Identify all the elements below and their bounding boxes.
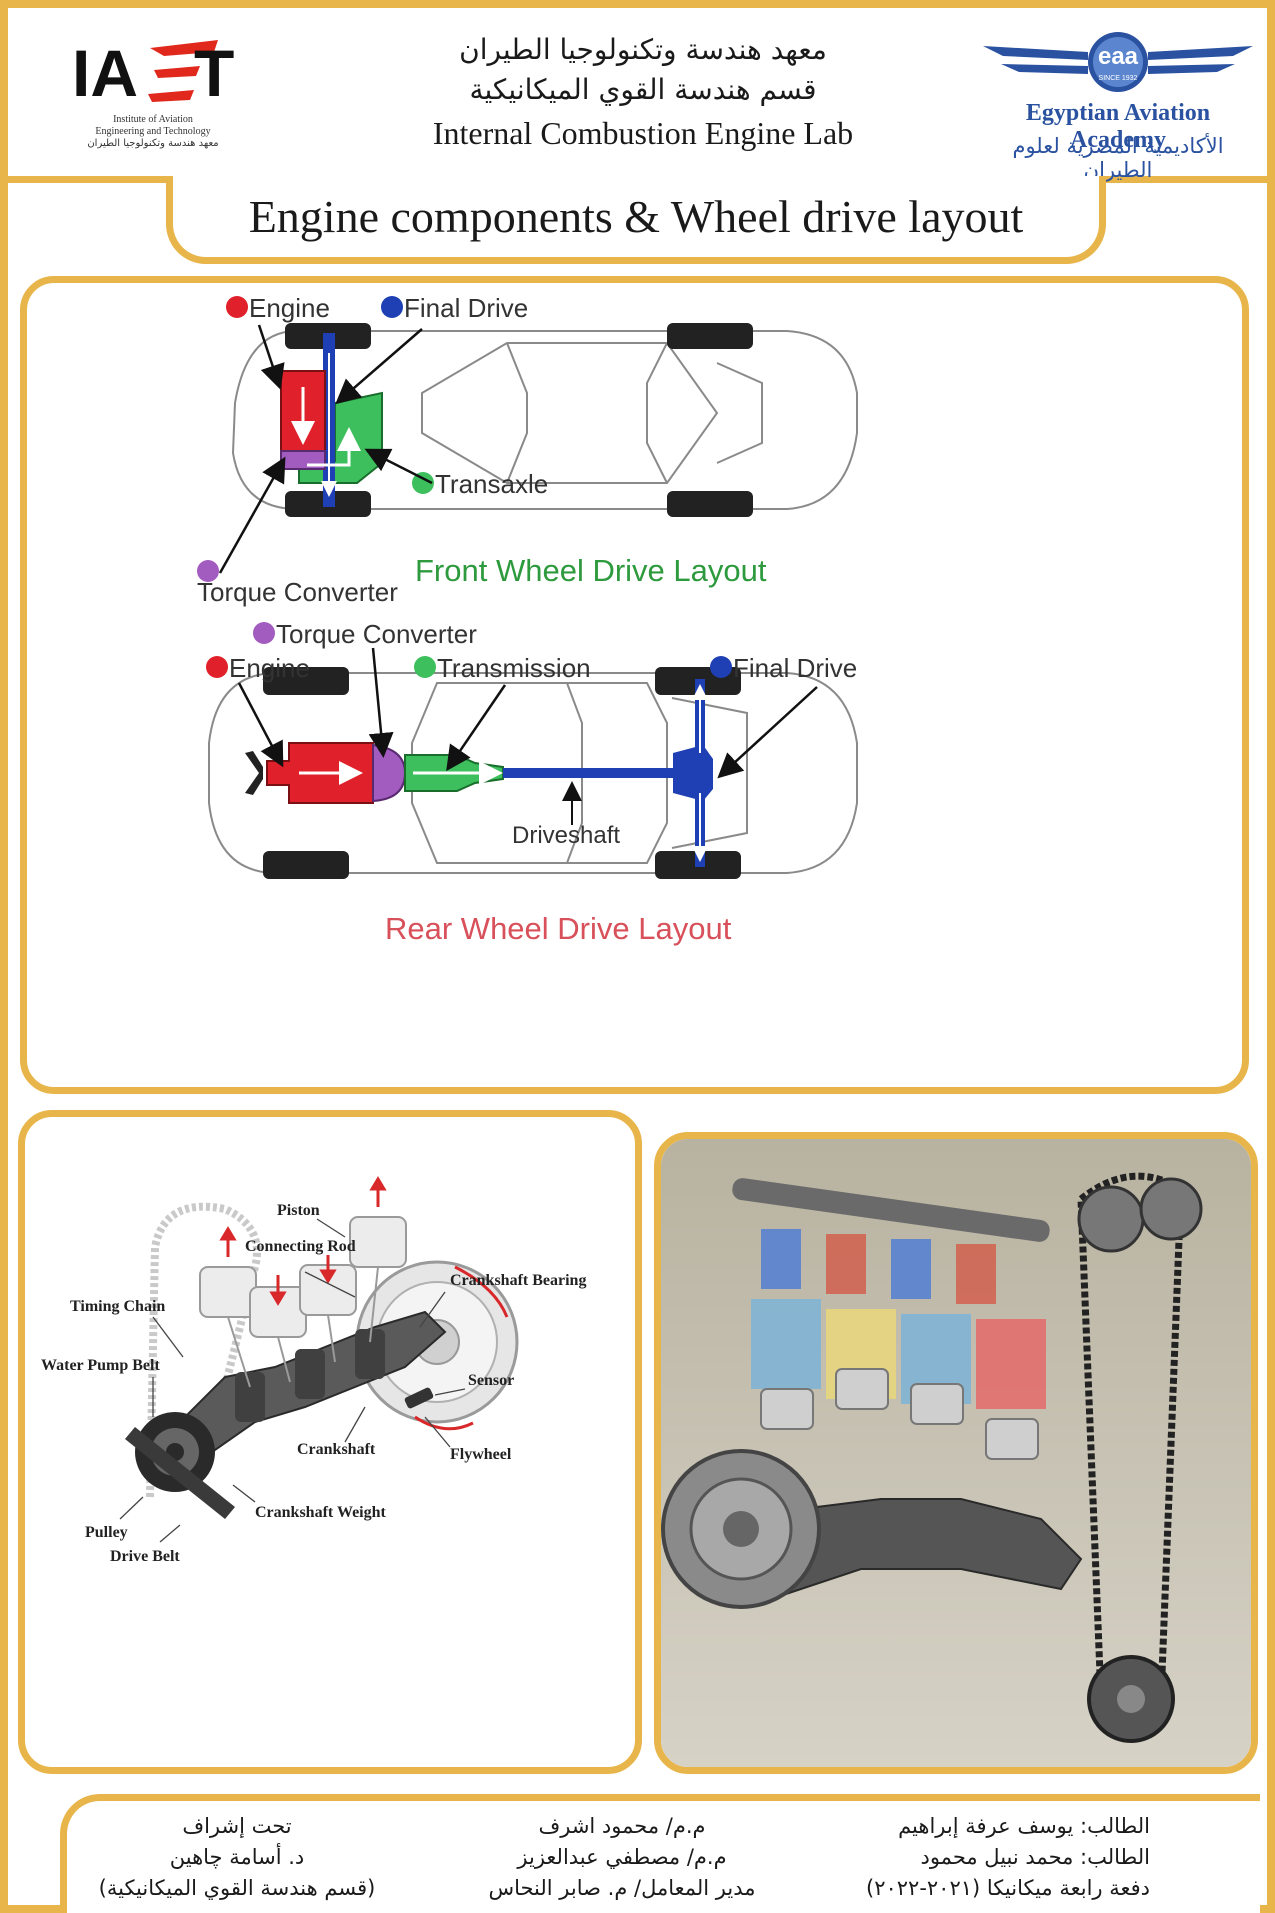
iaet-logo-mark: IA T bbox=[72, 36, 234, 110]
valves bbox=[761, 1229, 996, 1304]
timing-chain-shape bbox=[146, 1202, 261, 1498]
header: IA T Institute of Aviation Engineering a… bbox=[8, 8, 1267, 183]
motion-arrows bbox=[219, 1176, 509, 1431]
rwd-fan bbox=[245, 751, 263, 795]
engine-cutaway-photo-panel bbox=[654, 1132, 1258, 1774]
label-pulley: Pulley bbox=[85, 1524, 128, 1541]
drive-layout-panel: Engine Final Drive Transaxle Torque Conv… bbox=[20, 276, 1249, 1094]
iaet-logo-subtitle: Institute of Aviation Engineering and Te… bbox=[87, 114, 219, 149]
rwd-driveshaft bbox=[503, 768, 673, 778]
pistons-shape bbox=[199, 1216, 407, 1388]
iaet-logo: IA T Institute of Aviation Engineering a… bbox=[68, 26, 238, 166]
engine-components-diagram: Piston Connecting Rod Crankshaft Bearing… bbox=[41, 1176, 586, 1565]
rwd-label-transmission: Transmission bbox=[437, 653, 591, 683]
eaa-badge-text: eaa bbox=[1098, 43, 1139, 70]
fwd-caption: Front Wheel Drive Layout bbox=[415, 553, 767, 588]
pistons bbox=[760, 1368, 1039, 1460]
label-crankshaft-weight: Crankshaft Weight bbox=[255, 1504, 387, 1521]
page-title: Engine components & Wheel drive layout bbox=[248, 191, 1024, 242]
fwd-label-final-drive: Final Drive bbox=[404, 293, 528, 323]
svg-text:T: T bbox=[194, 36, 234, 110]
fwd-car-outline bbox=[231, 330, 858, 510]
label-crankshaft: Crankshaft bbox=[297, 1441, 376, 1458]
footer-credits: تحت إشراف د. أسامة چاهين (قسم هندسة القو… bbox=[60, 1794, 1260, 1913]
label-water-pump-belt: Water Pump Belt bbox=[41, 1357, 160, 1374]
sensor-shape bbox=[404, 1387, 434, 1409]
rwd-label-engine: Engine bbox=[229, 653, 310, 683]
students-block: الطالب: يوسف عرفة إبراهيم الطالب: محمد ن… bbox=[866, 1814, 1150, 1900]
label-flywheel: Flywheel bbox=[450, 1446, 512, 1463]
label-piston: Piston bbox=[277, 1202, 320, 1219]
header-titles: معهد هندسة وتكنولوجيا الطيران قسم هندسة … bbox=[338, 30, 948, 156]
leader-lines bbox=[119, 1218, 466, 1543]
component-labels: Piston Connecting Rod Crankshaft Bearing… bbox=[41, 1202, 586, 1565]
eaa-name-ar: الأكاديمية المصرية لعلوم الطيران bbox=[1012, 134, 1224, 182]
rwd-label-driveshaft: Driveshaft bbox=[512, 822, 620, 849]
flywheel-shape bbox=[355, 1260, 519, 1424]
label-sensor: Sensor bbox=[468, 1372, 514, 1389]
svg-text:IA: IA bbox=[72, 36, 138, 110]
rwd-caption: Rear Wheel Drive Layout bbox=[385, 911, 732, 946]
eaa-wings-emblem: eaa SINCE 1932 bbox=[983, 32, 1253, 92]
label-timing-chain: Timing Chain bbox=[70, 1298, 165, 1315]
department-name-ar: قسم هندسة القوي الميكانيكية bbox=[469, 73, 817, 106]
timing-chain bbox=[1077, 1172, 1203, 1743]
rwd-differential bbox=[673, 745, 713, 801]
engine-cutaway-illustration bbox=[661, 1139, 1251, 1767]
rwd-label-torque-converter: Torque Converter bbox=[276, 619, 477, 649]
fwd-label-engine: Engine bbox=[249, 293, 330, 323]
svg-text:SINCE 1932: SINCE 1932 bbox=[1099, 75, 1138, 82]
page-title-banner: Engine components & Wheel drive layout bbox=[166, 176, 1106, 264]
label-crankshaft-bearing: Crankshaft Bearing bbox=[450, 1272, 586, 1289]
rwd-label-final-drive: Final Drive bbox=[733, 653, 857, 683]
crankshaft-shape bbox=[173, 1310, 447, 1459]
supervision-block: تحت إشراف د. أسامة چاهين (قسم هندسة القو… bbox=[98, 1814, 376, 1900]
fwd-label-torque-converter: Torque Converter bbox=[197, 577, 398, 607]
institute-name-ar: معهد هندسة وتكنولوجيا الطيران bbox=[459, 33, 827, 66]
label-connecting-rod: Connecting Rod bbox=[245, 1238, 356, 1255]
rwd-torque-converter bbox=[372, 743, 407, 803]
eaa-name-en: Egyptian Aviation Academy bbox=[1025, 100, 1211, 153]
staff-block: م.م/ محمود اشرف م.م/ مصطفي عبدالعزيز مدي… bbox=[488, 1814, 756, 1900]
label-drive-belt: Drive Belt bbox=[110, 1548, 180, 1565]
lab-name: Internal Combustion Engine Lab bbox=[432, 115, 854, 151]
engine-components-panel: Piston Connecting Rod Crankshaft Bearing… bbox=[18, 1110, 642, 1774]
flywheel bbox=[661, 1449, 821, 1609]
drive-layout-diagram: Engine Final Drive Transaxle Torque Conv… bbox=[197, 293, 858, 946]
eaa-logo: eaa SINCE 1932 Egyptian Aviation Academy… bbox=[983, 30, 1253, 182]
fwd-label-transaxle: Transaxle bbox=[435, 469, 548, 499]
pulley-shape bbox=[125, 1412, 235, 1519]
